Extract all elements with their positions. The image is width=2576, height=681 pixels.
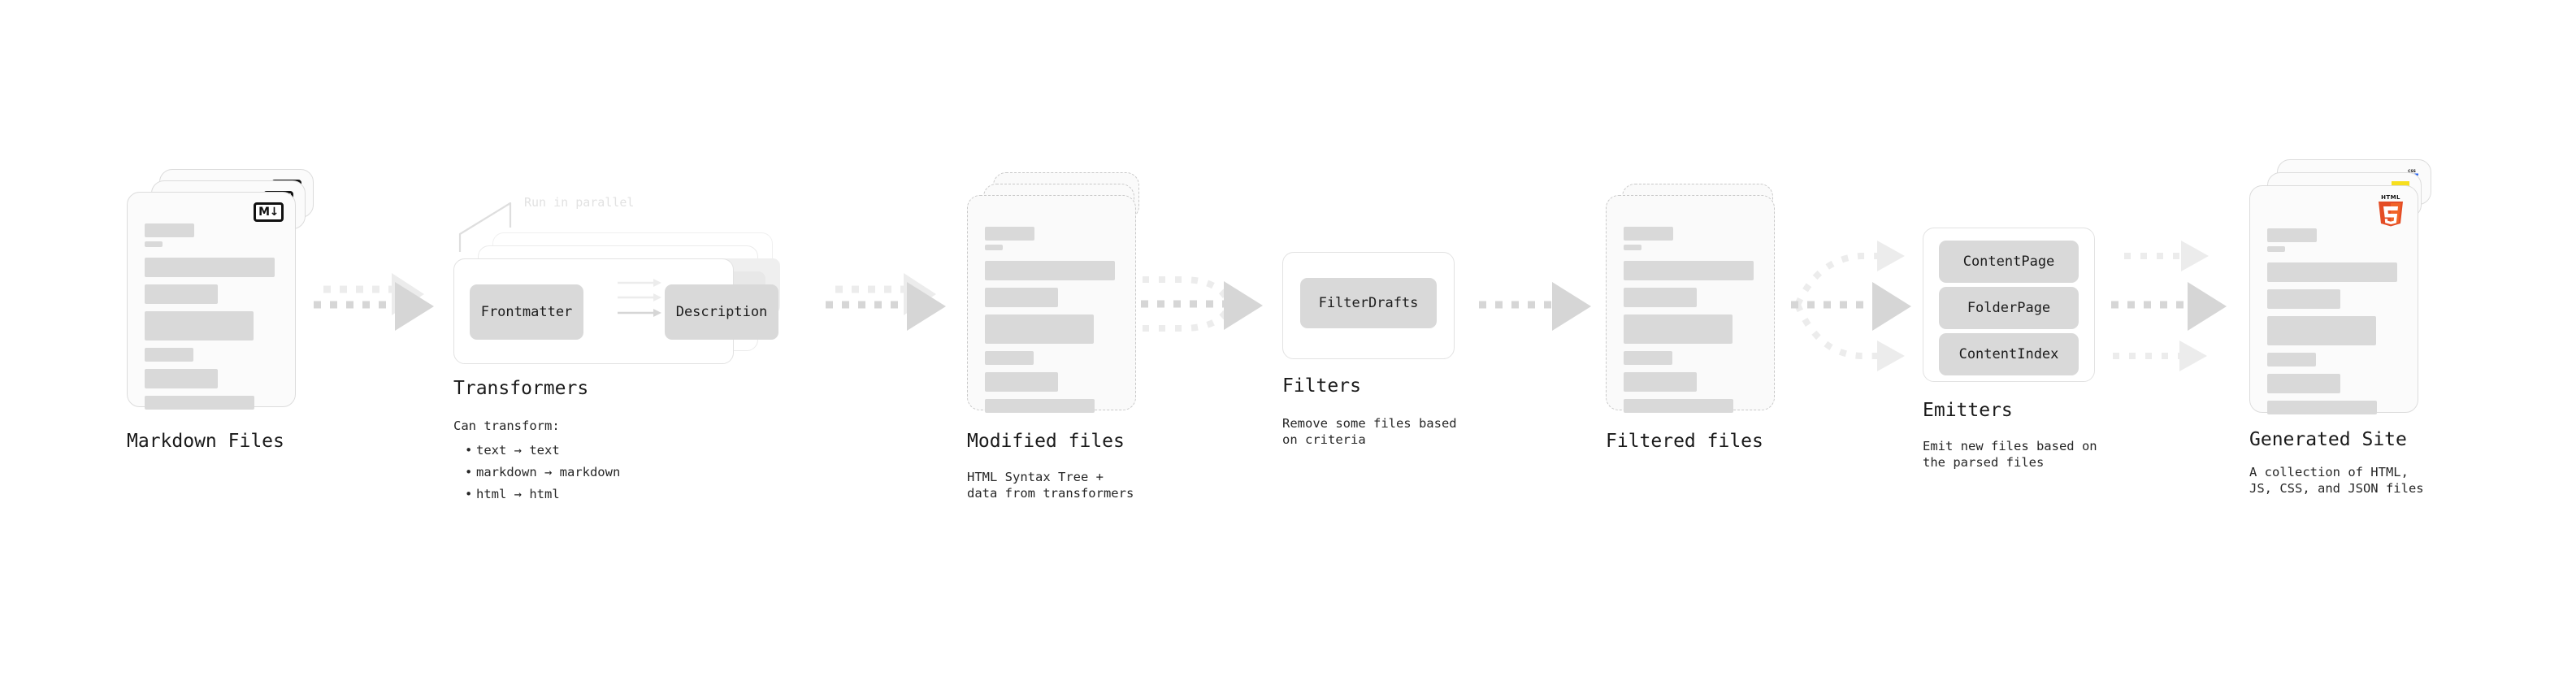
transformer-chip-description[interactable]: Description bbox=[665, 284, 778, 340]
stage-caption-generated-site: A collection of HTML, JS, CSS, and JSON … bbox=[2249, 465, 2424, 496]
skeleton-bar bbox=[2267, 353, 2316, 367]
stage-title-filtered-files: Filtered files bbox=[1606, 431, 1763, 452]
skeleton-bar bbox=[985, 245, 1003, 250]
skeleton-bar bbox=[2267, 228, 2317, 242]
chip-label: FilterDrafts bbox=[1318, 295, 1419, 311]
skeleton-bar bbox=[985, 351, 1034, 365]
skeleton-bar bbox=[145, 311, 254, 340]
skeleton-bar bbox=[1624, 399, 1733, 413]
stage-title-generated-site: Generated Site bbox=[2249, 429, 2407, 450]
chip-label: ContentPage bbox=[1962, 254, 2055, 270]
skeleton-bar bbox=[1624, 227, 1673, 241]
emitter-chip-contentindex[interactable]: ContentIndex bbox=[1939, 333, 2079, 375]
skeleton-bar bbox=[2267, 246, 2285, 252]
list-item: •text → text bbox=[465, 443, 560, 458]
skeleton-bar bbox=[1624, 314, 1733, 344]
skeleton-bar bbox=[985, 314, 1094, 344]
transformer-chip-frontmatter[interactable]: Frontmatter bbox=[470, 284, 583, 340]
skeleton-bar bbox=[985, 288, 1058, 307]
chip-label: FolderPage bbox=[1967, 300, 2051, 316]
generated-card-front: HTML bbox=[2249, 185, 2418, 414]
skeleton-bar bbox=[1624, 351, 1672, 365]
skeleton-bars bbox=[1624, 227, 1754, 413]
stage-caption-filters: Remove some files based on criteria bbox=[1282, 416, 1457, 447]
skeleton-bar bbox=[145, 348, 193, 362]
parallel-bracket bbox=[458, 202, 512, 252]
list-item: •markdown → markdown bbox=[465, 464, 621, 479]
chip-label: Description bbox=[675, 304, 768, 320]
skeleton-bar bbox=[985, 261, 1115, 280]
skeleton-bar bbox=[985, 399, 1095, 413]
transform-list: •text → text •markdown → markdown •html … bbox=[465, 443, 620, 502]
svg-text:HTML: HTML bbox=[2381, 194, 2400, 201]
skeleton-bar bbox=[1624, 261, 1754, 280]
stage-title-transformers: Transformers bbox=[453, 378, 589, 399]
svg-text:CSS: CSS bbox=[2408, 169, 2416, 174]
markdown-icon: M↓ bbox=[254, 202, 284, 222]
list-item: •html → html bbox=[465, 486, 560, 501]
skeleton-bar bbox=[1624, 372, 1697, 392]
skeleton-bar bbox=[145, 396, 254, 410]
stage-title-emitters: Emitters bbox=[1923, 400, 2013, 421]
skeleton-bars bbox=[145, 223, 275, 410]
filter-chip-filterdrafts[interactable]: FilterDrafts bbox=[1300, 278, 1437, 328]
skeleton-bars bbox=[985, 227, 1115, 413]
skeleton-bars bbox=[2267, 228, 2397, 414]
skeleton-bar bbox=[985, 227, 1034, 241]
skeleton-bar bbox=[2267, 316, 2376, 345]
transformer-inner-arrows bbox=[618, 279, 661, 317]
skeleton-bar bbox=[145, 241, 163, 247]
stage-title-filters: Filters bbox=[1282, 375, 1361, 397]
filtered-card-front bbox=[1606, 195, 1775, 413]
stage-caption-emitters: Emit new files based on the parsed files bbox=[1923, 439, 2097, 470]
skeleton-bar bbox=[145, 258, 275, 277]
skeleton-bar bbox=[2267, 401, 2377, 414]
skeleton-bar bbox=[2267, 374, 2340, 393]
skeleton-bar bbox=[2267, 262, 2397, 282]
skeleton-bar bbox=[1624, 245, 1641, 250]
modified-card-front bbox=[967, 195, 1136, 413]
skeleton-bar bbox=[2267, 289, 2340, 309]
chip-label: Frontmatter bbox=[480, 304, 573, 320]
emitter-chip-contentpage[interactable]: ContentPage bbox=[1939, 241, 2079, 283]
markdown-card-front: M↓ bbox=[127, 192, 296, 410]
stage-caption-transformers: Can transform: bbox=[453, 419, 560, 433]
skeleton-bar bbox=[145, 369, 218, 388]
chip-label: ContentIndex bbox=[1958, 346, 2059, 362]
stage-title-markdown-files: Markdown Files bbox=[127, 431, 284, 452]
skeleton-bar bbox=[145, 284, 218, 304]
skeleton-bar bbox=[145, 223, 194, 237]
skeleton-bar bbox=[985, 372, 1058, 392]
html5-icon: HTML bbox=[2375, 193, 2406, 227]
stage-caption-modified-files: HTML Syntax Tree + data from transformer… bbox=[967, 470, 1134, 501]
stage-title-modified-files: Modified files bbox=[967, 431, 1125, 452]
skeleton-bar bbox=[1624, 288, 1697, 307]
emitter-chip-folderpage[interactable]: FolderPage bbox=[1939, 287, 2079, 329]
run-in-parallel-label: Run in parallel bbox=[524, 195, 635, 210]
